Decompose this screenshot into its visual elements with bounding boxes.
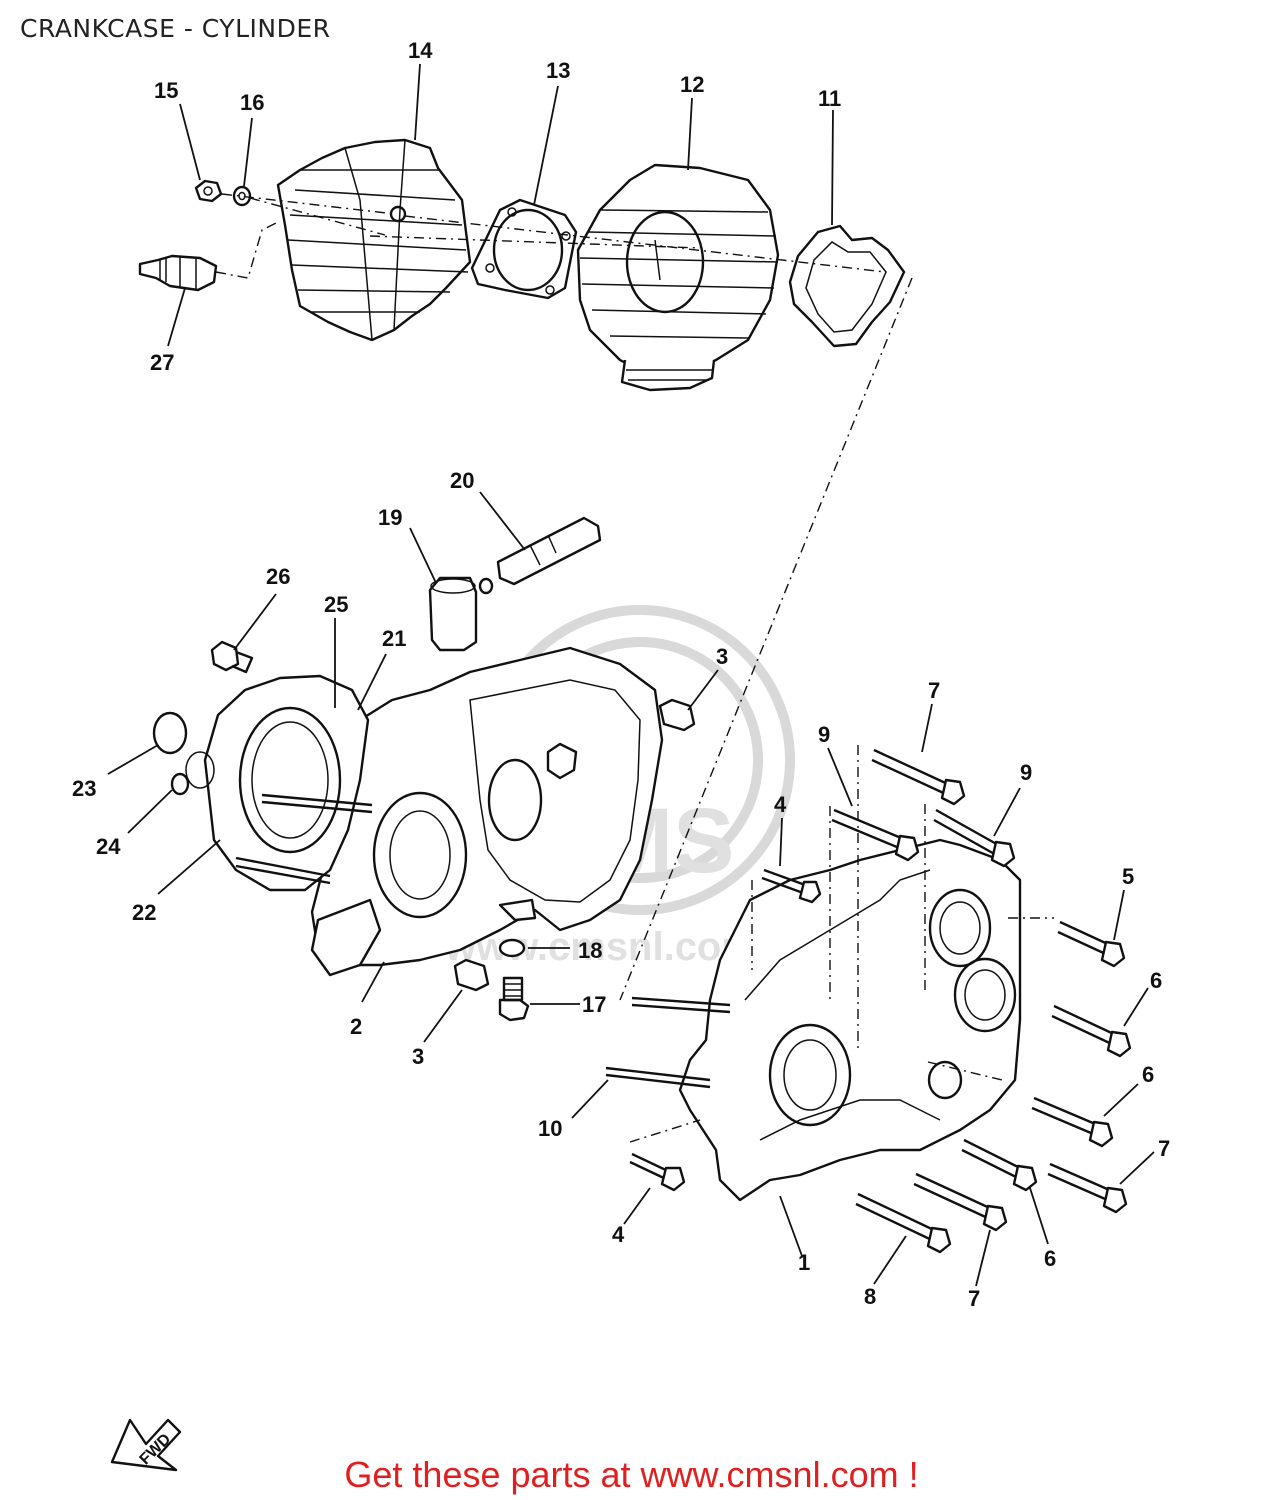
damper-upper (658, 698, 696, 732)
nut (194, 179, 223, 203)
callout-3-lower: 3 (412, 1044, 424, 1069)
bolt-7-upper (871, 748, 966, 806)
o-ring-large (152, 711, 188, 755)
callout-1: 1 (798, 1250, 810, 1275)
bolt-5 (1057, 920, 1126, 968)
callout-9-right: 9 (1020, 760, 1032, 785)
washer (232, 185, 252, 207)
damper-lower (453, 958, 490, 992)
long-studs (605, 996, 731, 1089)
bolt-6-middle (1031, 1096, 1114, 1148)
callout-25: 25 (324, 592, 348, 617)
leader-lines (107, 63, 1155, 1287)
drain-bolt (498, 976, 530, 1022)
callout-24: 24 (96, 834, 121, 859)
callout-6-middle: 6 (1142, 1062, 1154, 1087)
bolt-9-left (831, 808, 920, 862)
callout-17: 17 (582, 992, 606, 1017)
callout-7-upper: 7 (928, 678, 940, 703)
callout-13: 13 (546, 58, 570, 83)
callout-10: 10 (538, 1116, 562, 1141)
bolt-7-right (1047, 1162, 1128, 1214)
callout-9-left: 9 (818, 722, 830, 747)
studs (235, 793, 373, 885)
bolt-cover (210, 640, 254, 674)
bolt-7-lower (913, 1172, 1008, 1232)
callout-26: 26 (266, 564, 290, 589)
dowel-pin (428, 576, 478, 652)
callout-11: 11 (818, 86, 841, 111)
callout-27: 27 (150, 350, 174, 375)
left-crankcase (310, 646, 664, 977)
callout-6-lower: 6 (1044, 1246, 1056, 1271)
cylinder (576, 163, 780, 392)
cylinder-head (276, 138, 472, 342)
callout-23: 23 (72, 776, 96, 801)
callout-12: 12 (680, 72, 704, 97)
page-title: CRANKCASE - CYLINDER (20, 14, 331, 43)
promo-link[interactable]: Get these parts at www.cmsnl.com ! (344, 1454, 919, 1495)
callout-20: 20 (450, 468, 474, 493)
callout-4-upper: 4 (774, 792, 787, 817)
right-crankcase (678, 838, 1022, 1202)
spark-plug (138, 254, 218, 292)
callout-7-right: 7 (1158, 1136, 1170, 1161)
callout-8: 8 (864, 1284, 876, 1309)
callout-15: 15 (154, 78, 178, 103)
bolt-8 (855, 1192, 952, 1254)
callout-18: 18 (578, 938, 602, 963)
crankcase-cover (185, 674, 370, 892)
callout-5: 5 (1122, 864, 1134, 889)
callout-7-lower: 7 (968, 1286, 980, 1311)
pipe-collar (478, 516, 602, 595)
bolt-6-upper (1051, 1004, 1132, 1058)
bolt-6-lower (961, 1138, 1038, 1192)
head-gasket (470, 198, 578, 300)
callout-21: 21 (382, 626, 406, 651)
bolt-4-lower (629, 1152, 686, 1192)
callout-3-upper: 3 (716, 644, 728, 669)
drain-washer (498, 938, 526, 958)
o-ring-small (170, 772, 190, 796)
bolt-9-right (933, 808, 1016, 868)
bolt-4-upper (761, 868, 822, 904)
callout-14: 14 (408, 38, 433, 63)
base-gasket (788, 224, 906, 348)
callout-19: 19 (378, 505, 402, 530)
callout-4-lower: 4 (612, 1222, 625, 1247)
callout-2: 2 (350, 1014, 362, 1039)
callout-16: 16 (240, 90, 264, 115)
callout-22: 22 (132, 900, 156, 925)
callout-6-upper: 6 (1150, 968, 1162, 993)
